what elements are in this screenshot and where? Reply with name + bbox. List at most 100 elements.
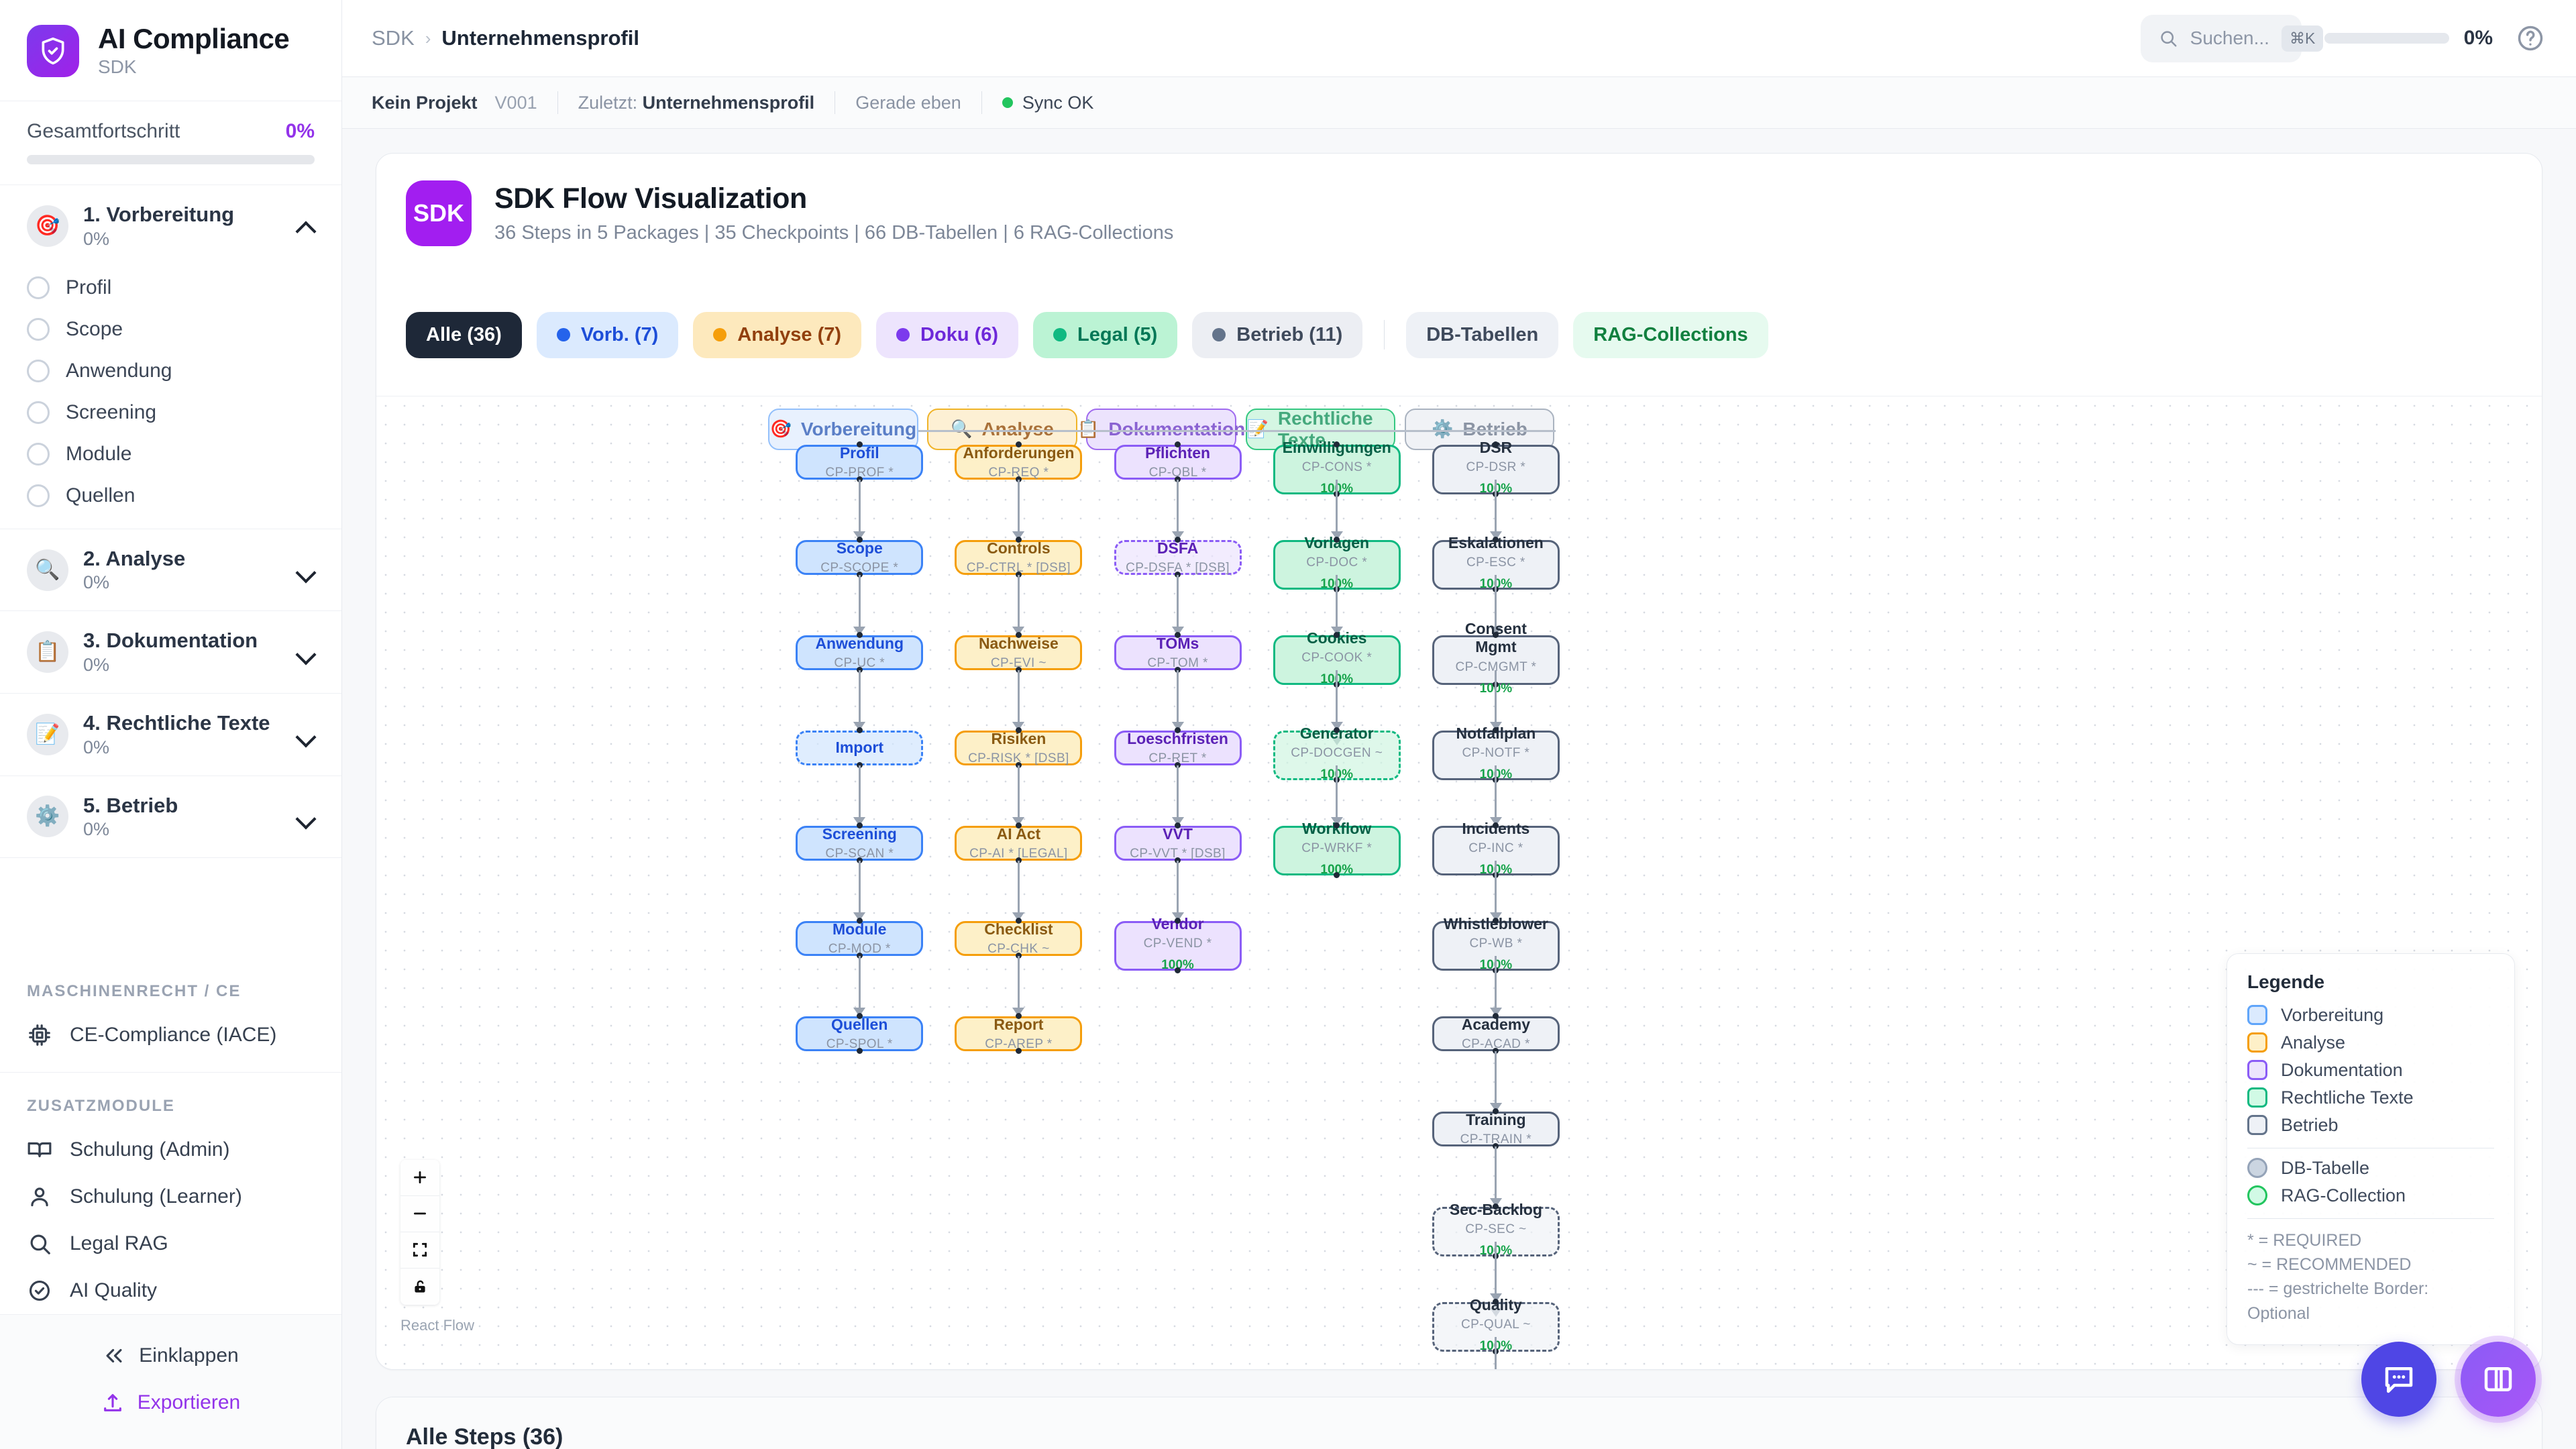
flow-node-code: CP-DOC * xyxy=(1306,555,1368,570)
help-circle-icon[interactable] xyxy=(2516,23,2545,53)
filter-chip-vorb[interactable]: Vorb. (7) xyxy=(536,311,679,358)
page-title: SDK Flow Visualization xyxy=(494,182,807,215)
flow-edge xyxy=(1017,574,1020,627)
floating-action-buttons xyxy=(2361,1342,2536,1417)
filter-chip-analyse[interactable]: Analyse (7) xyxy=(693,311,862,358)
sidebar-item-module[interactable]: Module xyxy=(0,433,341,475)
chevron-down-icon[interactable] xyxy=(296,810,316,822)
flow-node-progress-value: 100% xyxy=(1161,958,1194,973)
flow-node-code: CP-TRAIN * xyxy=(1460,1132,1532,1147)
sidebar-item-label: Scope xyxy=(66,317,123,340)
chevron-down-icon[interactable] xyxy=(296,564,316,576)
flow-node-port xyxy=(1015,727,1022,734)
breadcrumb-root[interactable]: SDK xyxy=(372,26,415,50)
lock-toggle-button[interactable] xyxy=(400,1268,439,1305)
status-radio-icon xyxy=(27,317,50,341)
filter-chip-rag-collections[interactable]: RAG-Collections xyxy=(1573,311,1768,358)
sidebar-item-quellen[interactable]: Quellen xyxy=(0,475,341,517)
zoom-out-button[interactable] xyxy=(400,1195,439,1232)
export-button[interactable]: Exportieren xyxy=(0,1379,341,1426)
shield-check-icon xyxy=(27,25,79,78)
upload-icon xyxy=(103,1394,121,1411)
chevron-down-icon[interactable] xyxy=(296,646,316,658)
fit-view-button[interactable] xyxy=(400,1232,439,1269)
sidebar-item-anwendung[interactable]: Anwendung xyxy=(0,350,341,392)
overall-progress-value: 0% xyxy=(285,120,315,143)
filter-chip-legal[interactable]: Legal (5) xyxy=(1033,311,1178,358)
search-icon xyxy=(2161,31,2177,47)
sidebar-item-scope[interactable]: Scope xyxy=(0,309,341,350)
chip-dot-icon xyxy=(556,328,570,342)
flow-node-port xyxy=(856,632,863,639)
sidebar-item-legal-rag[interactable]: Legal RAG xyxy=(0,1220,341,1267)
flow-edge xyxy=(1395,429,1556,432)
legend-circle-icon xyxy=(2247,1158,2267,1179)
chevron-down-icon[interactable] xyxy=(296,729,316,741)
flow-node-port xyxy=(1175,441,1181,448)
search-input[interactable]: Suchen... ⌘K xyxy=(2140,14,2324,62)
flow-node-code: CP-NOTF * xyxy=(1462,746,1530,761)
filter-chip-alle[interactable]: Alle (36) xyxy=(406,311,522,358)
group-label: Rechtliche Texte xyxy=(1277,407,1373,450)
filter-chip-db-tabellen[interactable]: DB-Tabellen xyxy=(1406,311,1559,358)
flow-node-vendor[interactable]: VendorCP-VEND *100% xyxy=(1114,915,1242,973)
sidebar-item-schulung-learner[interactable]: Schulung (Learner) xyxy=(0,1173,341,1220)
filter-chip-doku[interactable]: Doku (6) xyxy=(876,311,1019,358)
topbar-progress-bar xyxy=(2324,33,2449,44)
group-emoji-icon: 📝 xyxy=(1246,419,1269,439)
chevrons-left-icon xyxy=(106,1348,122,1363)
collapse-sidebar-button[interactable]: Einklappen xyxy=(0,1332,341,1379)
flow-node-import[interactable]: Import xyxy=(796,730,924,765)
zoom-in-button[interactable] xyxy=(400,1159,439,1196)
flow-node-port xyxy=(1334,441,1340,448)
brand-block[interactable]: AI Compliance SDK xyxy=(0,0,341,102)
sidebar-item-screening[interactable]: Screening xyxy=(0,392,341,433)
sidebar-item-schulung-admin[interactable]: Schulung (Admin) xyxy=(0,1126,341,1173)
chevron-up-icon[interactable] xyxy=(296,220,316,232)
chat-fab[interactable] xyxy=(2361,1342,2436,1417)
flow-node-workflow[interactable]: WorkflowCP-WRKF *100% xyxy=(1273,820,1401,877)
flow-edge xyxy=(858,765,861,818)
sidebar-item-ce-compliance[interactable]: CE-Compliance (IACE) xyxy=(0,1012,341,1059)
panel-fab[interactable] xyxy=(2461,1342,2536,1417)
sdk-badge: SDK xyxy=(406,180,472,246)
flow-node-port xyxy=(1493,441,1499,448)
filter-chip-betrieb[interactable]: Betrieb (11) xyxy=(1192,311,1363,358)
flow-edge xyxy=(1495,479,1497,532)
sidebar-item-profil[interactable]: Profil xyxy=(0,267,341,309)
page-subtitle: 36 Steps in 5 Packages | 35 Checkpoints … xyxy=(494,221,1174,244)
sidebar-item-ai-quality[interactable]: AI Quality xyxy=(0,1267,341,1314)
phase-title: 3. Dokumentation xyxy=(83,629,258,653)
flow-edge xyxy=(1495,1146,1497,1199)
legend-note: * = REQUIRED xyxy=(2247,1230,2362,1250)
fit-view-icon xyxy=(413,1243,427,1257)
phase-emoji-icon: 📋 xyxy=(27,631,68,674)
